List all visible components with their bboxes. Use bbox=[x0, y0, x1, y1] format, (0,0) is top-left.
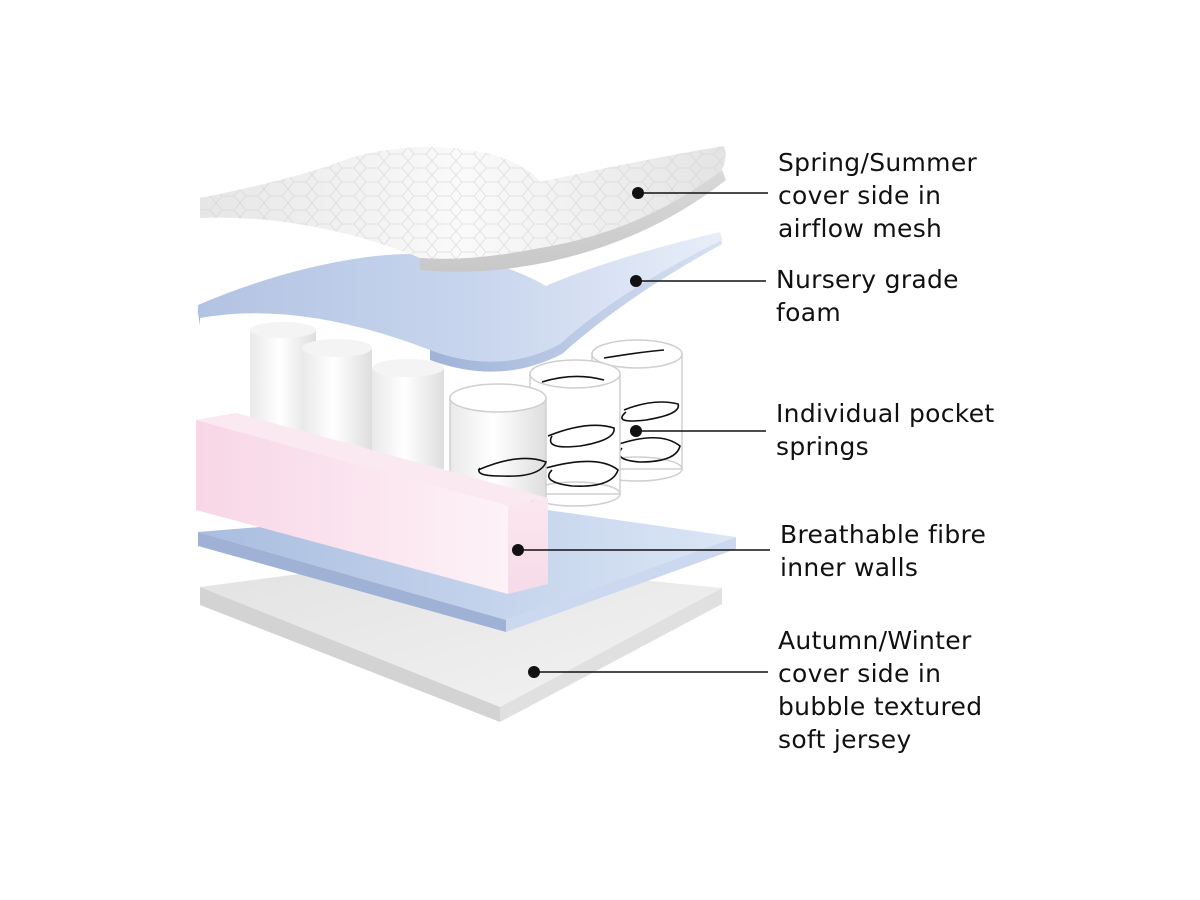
pointer-dot-springs bbox=[630, 425, 642, 437]
pointer-lines bbox=[512, 187, 770, 678]
pointer-dot-foam bbox=[630, 275, 642, 287]
pointer-dot-fibre bbox=[512, 544, 524, 556]
label-line: foam bbox=[776, 298, 841, 327]
label-line: cover side in bbox=[778, 659, 942, 688]
mesh-cover-layer bbox=[200, 146, 726, 272]
open-pocket-springs bbox=[449, 339, 683, 517]
pointer-dot-bottom bbox=[528, 666, 540, 678]
label-line: cover side in bbox=[778, 181, 942, 210]
label-line: Individual pocket bbox=[776, 399, 995, 428]
label-line: soft jersey bbox=[778, 725, 912, 754]
fibre-wall-block bbox=[196, 413, 548, 594]
label-line: Nursery grade bbox=[776, 265, 959, 294]
label-line: bubble textured bbox=[778, 692, 983, 721]
label-nursery-foam: Nursery grade foam bbox=[776, 263, 959, 329]
spring-cylinders-back bbox=[250, 322, 444, 478]
label-line: Autumn/Winter bbox=[778, 626, 972, 655]
label-spring-summer-cover: Spring/Summer cover side in airflow mesh bbox=[778, 146, 977, 245]
label-fibre-walls: Breathable fibre inner walls bbox=[780, 518, 986, 584]
label-pocket-springs: Individual pocket springs bbox=[776, 397, 994, 463]
label-autumn-winter-cover: Autumn/Winter cover side in bubble textu… bbox=[778, 624, 982, 756]
label-line: Breathable fibre bbox=[780, 520, 987, 549]
label-line: airflow mesh bbox=[778, 214, 943, 243]
label-line: springs bbox=[776, 432, 869, 461]
label-line: inner walls bbox=[780, 553, 919, 582]
foam-layer bbox=[198, 232, 722, 372]
pointer-dot-mesh bbox=[632, 187, 644, 199]
label-line: Spring/Summer bbox=[778, 148, 978, 177]
